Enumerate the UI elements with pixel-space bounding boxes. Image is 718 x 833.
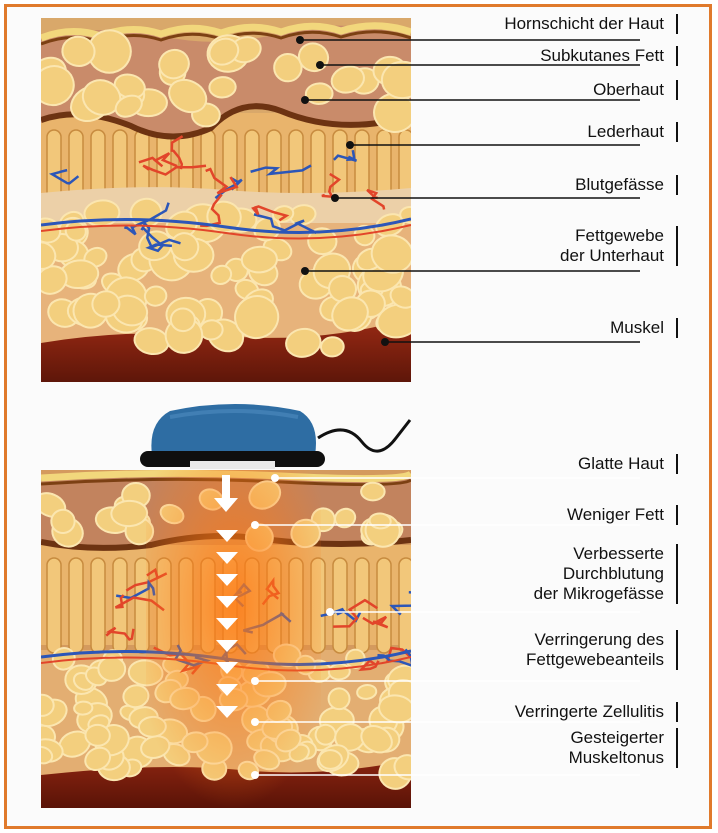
- label-blood-vessels: Blutgefässe: [575, 175, 678, 195]
- label-hypodermis-fat: Fettgewebe der Unterhaut: [560, 226, 678, 266]
- energy-beam: [146, 470, 321, 808]
- label-stratum-corneum: Hornschicht der Haut: [504, 14, 678, 34]
- label-muscle: Muskel: [610, 318, 678, 338]
- label-dermis: Lederhaut: [587, 122, 678, 142]
- label-subcutaneous-fat: Subkutanes Fett: [540, 46, 678, 66]
- skin-cross-section-after: [41, 470, 411, 808]
- label-muscle-tone: Gesteigerter Muskeltonus: [569, 728, 678, 768]
- treatment-device: [140, 403, 325, 473]
- label-less-fat: Weniger Fett: [567, 505, 678, 525]
- label-epidermis: Oberhaut: [593, 80, 678, 100]
- label-smooth-skin: Glatte Haut: [578, 454, 678, 474]
- label-improved-circulation: Verbesserte Durchblutung der Mikrogefäss…: [534, 544, 678, 604]
- label-reduced-cellulite: Verringerte Zellulitis: [515, 702, 678, 722]
- label-reduced-fat-tissue: Verringerung des Fettgewebeanteils: [526, 630, 678, 670]
